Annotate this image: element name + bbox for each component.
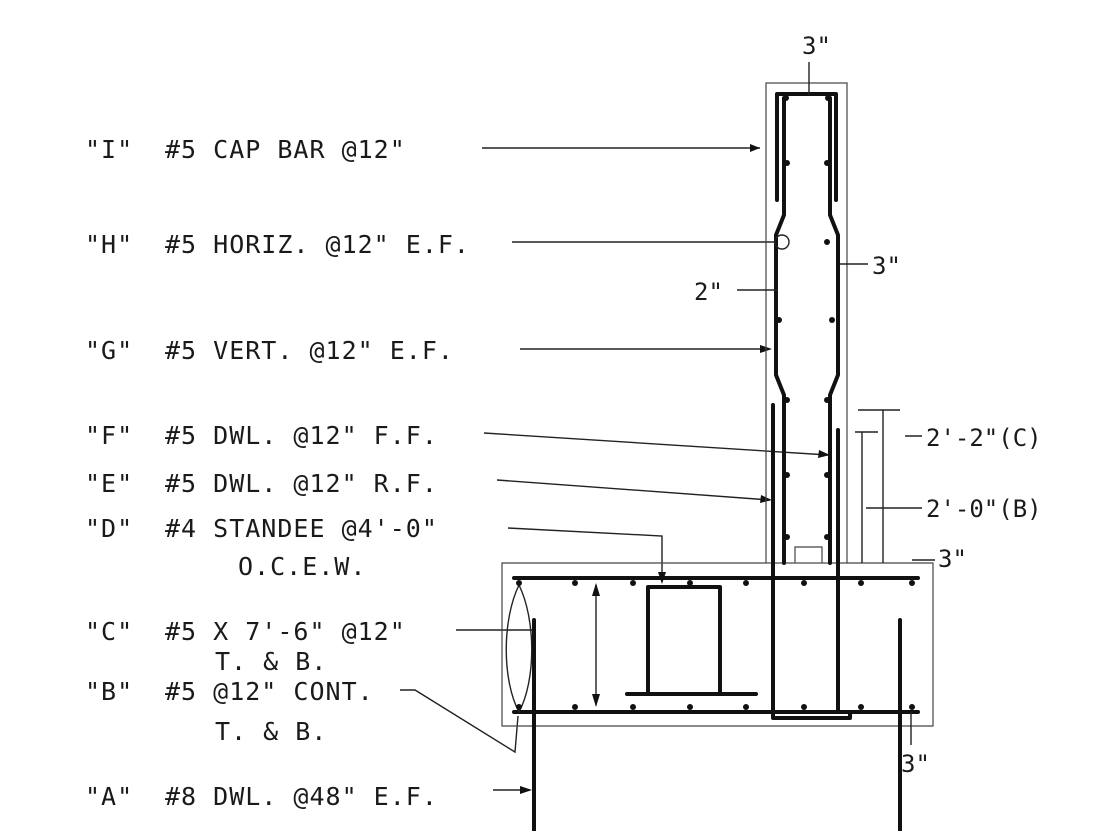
callout-d-mark: "D" (85, 514, 133, 543)
cont-bar (572, 580, 578, 586)
callout-b-mark: "B" (85, 677, 133, 706)
depth-arrow-bottom (592, 694, 600, 707)
callout-f: "F" #5 DWL. @12" F.F. (85, 421, 438, 450)
callout-b: "B" #5 @12" CONT. T. & B. (85, 677, 374, 746)
footing-outline (501, 562, 934, 727)
callout-g-mark: "G" (85, 336, 133, 365)
horiz-bar (784, 534, 790, 540)
horiz-bar (784, 472, 790, 478)
vert-bar-right (828, 96, 840, 565)
dim-wall-cover-left: 2" (694, 278, 723, 306)
shear-key (794, 546, 823, 563)
wall-rebar (771, 92, 852, 720)
horiz-bar (829, 317, 835, 323)
end-hook-bar (505, 583, 533, 714)
cont-bar (572, 704, 578, 710)
footing-rebar (505, 576, 920, 831)
cont-bar (687, 704, 693, 710)
callout-h-text: #5 HORIZ. @12" E.F. (165, 230, 470, 259)
cont-bar (743, 580, 749, 586)
callout-d: "D" #4 STANDEE @4'-0" O.C.E.W. (85, 514, 438, 581)
horiz-bar (784, 160, 790, 166)
horiz-bar (824, 239, 830, 245)
callout-i: "I" #5 CAP BAR @12" (85, 135, 406, 164)
callout-e-mark: "E" (85, 469, 133, 498)
callout-b-text2: T. & B. (215, 717, 327, 746)
cont-bar (630, 704, 636, 710)
leader-f-arrow (818, 450, 830, 458)
horiz-bar (783, 95, 789, 101)
horiz-bar (784, 397, 790, 403)
cont-bar (909, 704, 915, 710)
cont-bar (516, 580, 522, 586)
cont-bar (516, 704, 522, 710)
horiz-bar-h (774, 234, 790, 250)
horiz-bar (776, 317, 782, 323)
callout-c-mark: "C" (85, 617, 133, 646)
callout-d-text: #4 STANDEE @4'-0" (165, 514, 438, 543)
callout-h-mark: "H" (85, 230, 133, 259)
callout-f-mark: "F" (85, 421, 133, 450)
callout-h: "H" #5 HORIZ. @12" E.F. (85, 230, 470, 259)
wall-outline (765, 82, 848, 564)
callout-a-mark: "A" (85, 782, 133, 811)
leader-i-arrow (750, 144, 760, 152)
leader-b (400, 689, 519, 754)
leader-d (507, 527, 663, 580)
horiz-bar (824, 534, 830, 540)
leader-a-arrow (520, 786, 532, 794)
dim-footing-top-cover: 3" (938, 545, 967, 573)
callout-c-text: #5 X 7'-6" @12" (165, 617, 406, 646)
cont-bar (630, 580, 636, 586)
cont-bar (909, 580, 915, 586)
dim-top-cover: 3" (802, 32, 831, 60)
callout-e-text: #5 DWL. @12" R.F. (165, 469, 438, 498)
vert-bar-left (774, 96, 786, 565)
dowel-hook (771, 710, 852, 720)
leader-f (483, 432, 829, 456)
callout-a-text: #8 DWL. @48" E.F. (165, 782, 438, 811)
dim-lap-c: 2'-2"(C) (926, 424, 1042, 452)
cont-bar (858, 704, 864, 710)
callout-g: "G" #5 VERT. @12" E.F. (85, 336, 454, 365)
standee-bar (646, 585, 722, 696)
leader-lines (400, 144, 830, 794)
dim-wall-cover-right: 3" (872, 252, 901, 280)
cont-bar (801, 704, 807, 710)
callout-i-mark: "I" (85, 135, 133, 164)
leader-e (496, 479, 771, 501)
cont-bar (858, 580, 864, 586)
depth-arrow-top (592, 583, 600, 596)
callout-a: "A" #8 DWL. @48" E.F. (85, 782, 438, 811)
dim-footing-bottom-cover: 3" (901, 750, 930, 778)
callout-i-text: #5 CAP BAR @12" (165, 135, 406, 164)
horiz-bar (825, 95, 831, 101)
cont-bar (801, 580, 807, 586)
callout-f-text: #5 DWL. @12" F.F. (165, 421, 438, 450)
dimension-annotations: 3" 3" 2" 2'-2"(C) 2'-0"(B) 3" 3" (694, 32, 1042, 778)
horiz-bar (824, 160, 830, 166)
dim-lap-b: 2'-0"(B) (926, 495, 1042, 523)
callout-d-text2: O.C.E.W. (238, 552, 366, 581)
cont-bar (687, 580, 693, 586)
cont-bar (743, 704, 749, 710)
callout-e: "E" #5 DWL. @12" R.F. (85, 469, 438, 498)
callout-b-text: #5 @12" CONT. (165, 677, 374, 706)
callout-c: "C" #5 X 7'-6" @12" T. & B. (85, 617, 406, 676)
cap-bar (775, 92, 838, 202)
callout-c-text2: T. & B. (215, 647, 327, 676)
horiz-bar (824, 397, 830, 403)
horiz-bar (824, 472, 830, 478)
callout-g-text: #5 VERT. @12" E.F. (165, 336, 454, 365)
